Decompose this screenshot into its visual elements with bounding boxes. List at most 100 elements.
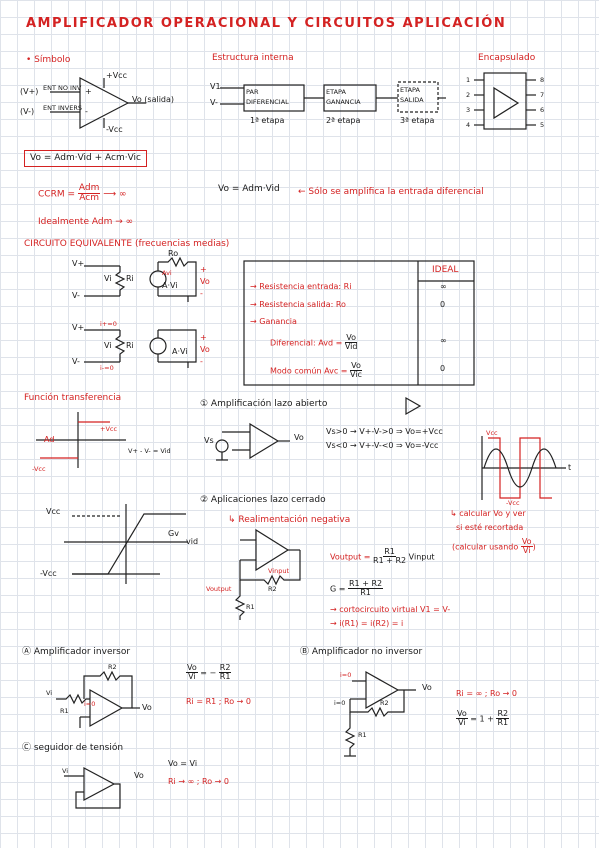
vplus-label: (V+) bbox=[20, 87, 39, 96]
closed-vcc-neg: -Vcc bbox=[40, 569, 57, 578]
calc-note-3-text: (calcular usando bbox=[452, 542, 519, 552]
pin-6: 6 bbox=[540, 106, 545, 114]
closed-r2-small: R2 bbox=[268, 585, 277, 593]
equiv2-vo: Vo bbox=[200, 345, 210, 354]
closed-sub: ↳ Realimentación negativa bbox=[228, 515, 351, 525]
minus-sign: - bbox=[85, 107, 88, 116]
equiv1-vplus: V+ bbox=[72, 259, 85, 268]
closed-cc1: → cortocircuito virtual V1 = V- bbox=[330, 605, 451, 614]
pin-8: 8 bbox=[540, 76, 545, 84]
closed-vid: vid bbox=[186, 537, 199, 546]
equiv2-i0b: i-=0 bbox=[100, 364, 114, 372]
voutput-frac-d: R1 + R2 bbox=[373, 556, 407, 566]
noninv-eq-num: Vo bbox=[456, 709, 468, 720]
g-num: R1 + R2 bbox=[348, 579, 384, 590]
follower-vo: Vo bbox=[134, 771, 144, 780]
avc-label: Modo común Avc = bbox=[270, 366, 348, 376]
equiv2-minus: - bbox=[200, 357, 203, 366]
pin-3: 3 bbox=[466, 106, 471, 114]
follower-ri-ro: Ri → ∞ ; Ro → 0 bbox=[168, 777, 229, 786]
page-title: AMPLIFICADOR OPERACIONAL Y CIRCUITOS APL… bbox=[26, 16, 507, 31]
vcc-neg-label: -Vcc bbox=[106, 125, 123, 134]
table-row-ri-value: ∞ bbox=[440, 282, 447, 291]
equiv2-avvi: A·Vi bbox=[172, 347, 188, 356]
voutput-frac-n: R1 bbox=[383, 547, 396, 558]
inverting-i0: i=0 bbox=[84, 700, 96, 708]
equiv1-vminus: V- bbox=[72, 291, 80, 300]
avc-den: Vic bbox=[350, 370, 362, 380]
vo-salida-label: Vo (salida) bbox=[132, 95, 175, 104]
plus-sign: + bbox=[85, 87, 92, 96]
ccrm-note: ← Sólo se amplifica la entrada diferenci… bbox=[298, 187, 484, 197]
block1-label: PAR DIFERENCIAL bbox=[246, 88, 289, 106]
inv-eq-rd: R1 bbox=[219, 672, 231, 682]
inverting-heading: Ⓐ Amplificador inversor bbox=[22, 647, 131, 657]
inverting-r2: R2 bbox=[108, 663, 117, 671]
transfer-vcc-pos: +Vcc bbox=[100, 425, 118, 433]
wave-vcc: Vcc bbox=[486, 429, 498, 437]
inverting-r1: R1 bbox=[60, 707, 69, 715]
pin-4: 4 bbox=[466, 121, 471, 129]
block3-label: ETAPA SALIDA bbox=[400, 86, 424, 104]
table-row-ro-label: → Resistencia salida: Ro bbox=[250, 300, 346, 309]
pin-5: 5 bbox=[540, 121, 545, 129]
equiv1-minus: - bbox=[200, 289, 203, 298]
open-loop-case1: Vs>0 → V+-V->0 ⇒ Vo=+Vcc bbox=[326, 427, 443, 436]
calc-frac-n: Vo bbox=[520, 537, 533, 548]
closed-cc2: → i(R1) = i(R2) = i bbox=[330, 619, 404, 628]
noninv-eq-rd: R1 bbox=[497, 718, 509, 728]
pin-1: 1 bbox=[466, 76, 471, 84]
noninv-eq-rn: R2 bbox=[496, 709, 510, 720]
ideal-table-border bbox=[243, 260, 475, 386]
calc-frac-d: Vi bbox=[522, 546, 531, 556]
inv-eq-den: Vi bbox=[188, 672, 196, 682]
symbol-heading-text: Símbolo bbox=[34, 55, 71, 65]
noninverting-ri-ro: Ri = ∞ ; Ro → 0 bbox=[456, 689, 517, 698]
block2-label: ETAPA GANANCIA bbox=[326, 88, 361, 106]
g-label: G = bbox=[330, 584, 346, 594]
stage1-label: 1ª etapa bbox=[250, 116, 285, 125]
inverting-vo: Vo bbox=[142, 703, 152, 712]
wave-neg: -Vcc bbox=[506, 499, 520, 507]
block-etapa-salida bbox=[397, 81, 439, 113]
ccrm-den: Acm bbox=[79, 193, 99, 204]
equiv1-plus: + bbox=[200, 265, 207, 274]
equiv2-i0a: i+=0 bbox=[100, 320, 117, 328]
table-row-avd-value: ∞ bbox=[440, 336, 447, 345]
noninv-eq-den: Vi bbox=[458, 718, 466, 728]
wave-t: t bbox=[568, 463, 572, 472]
equiv1-avvi: A·Vi bbox=[162, 281, 178, 290]
internal-v1: V1 bbox=[210, 82, 221, 91]
open-loop-vs: Vs bbox=[204, 436, 214, 445]
avd-label: Diferencial: Avd = bbox=[270, 338, 343, 348]
inverting-vi: Vi bbox=[46, 689, 53, 697]
stage2-label: 2ª etapa bbox=[326, 116, 361, 125]
voutput-label: Voutput = bbox=[330, 552, 371, 562]
symbol-opamp-triangle bbox=[79, 77, 130, 129]
inv-eq-rn: R2 bbox=[218, 663, 232, 674]
avd-num: Vo bbox=[345, 333, 357, 344]
equiv2-ri: Ri bbox=[126, 341, 134, 350]
noninverting-r2: R2 bbox=[380, 699, 389, 707]
equiv1-ri: Ri bbox=[126, 274, 134, 283]
noninv-eq-one: = 1 + bbox=[470, 714, 494, 724]
closed-r1-small: R1 bbox=[246, 603, 255, 611]
table-row-ri-label: → Resistencia entrada: Ri bbox=[250, 282, 352, 291]
table-header-ideal: IDEAL bbox=[432, 265, 459, 275]
ccrm-label: CCRM = bbox=[38, 189, 75, 200]
transfer-axis-label: V+ - V- = Vid bbox=[128, 447, 171, 455]
closed-vcc: Vcc bbox=[46, 507, 61, 516]
ideal-adm-note: Idealmente Adm → ∞ bbox=[38, 217, 134, 227]
noninverting-vo: Vo bbox=[422, 683, 432, 692]
closed-voutput-small: Voutput bbox=[206, 585, 232, 593]
open-loop-case2: Vs<0 → V+-V-<0 ⇒ Vo=-Vcc bbox=[326, 441, 439, 450]
